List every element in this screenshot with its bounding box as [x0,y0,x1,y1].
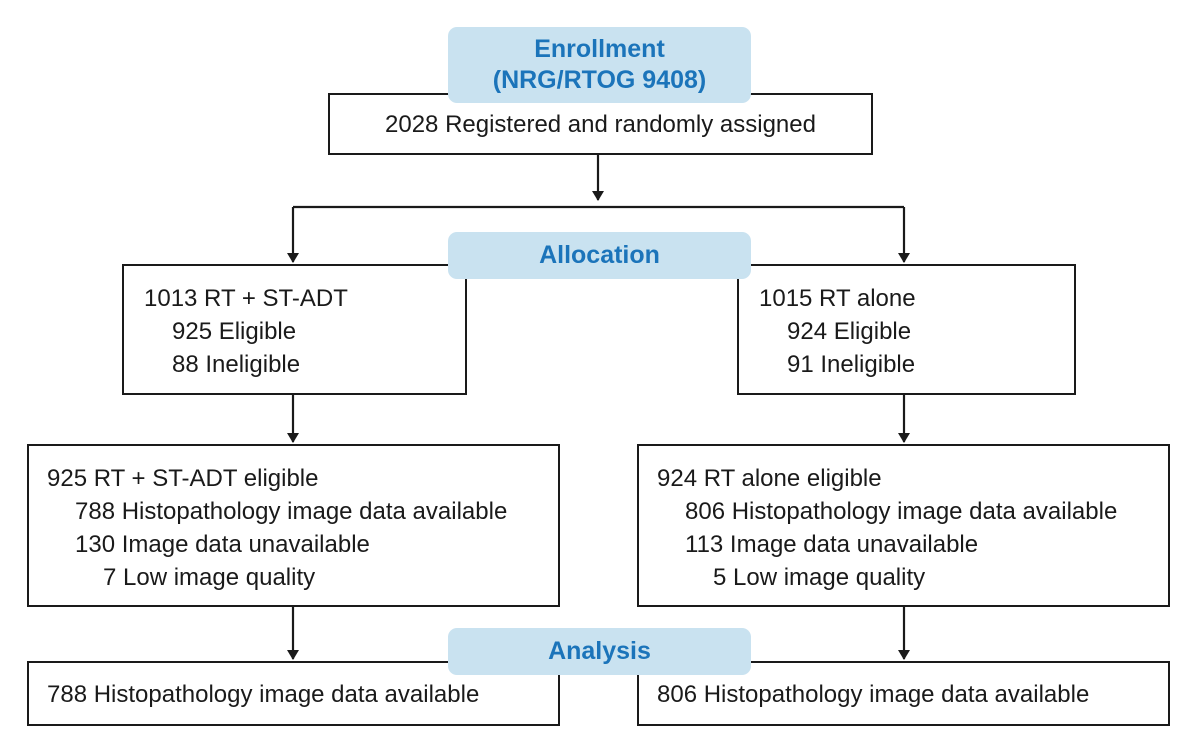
right-eligible-box: 924 RT alone eligible 806 Histopathology… [637,444,1170,607]
left-allocation-ineligible: 88 Ineligible [172,351,301,378]
enrollment-title: Enrollment [534,35,665,63]
allocation-title: Allocation [539,241,660,269]
right-eligible-image-available: 806 Histopathology image data available [685,498,1118,525]
analysis-title: Analysis [548,637,651,665]
left-eligible-box: 925 RT + ST-ADT eligible 788 Histopathol… [27,444,560,607]
left-eligible-total: 925 RT + ST-ADT eligible [47,465,319,492]
enrollment-trial-id: (NRG/RTOG 9408) [492,66,707,94]
enrollment-label: Enrollment (NRG/RTOG 9408) [448,27,751,103]
left-analysis-text: 788 Histopathology image data available [47,681,480,708]
left-eligible-image-available: 788 Histopathology image data available [75,498,508,525]
allocation-label: Allocation [448,232,751,279]
analysis-label: Analysis [448,628,751,675]
right-allocation-eligible: 924 Eligible [787,318,912,345]
left-allocation-box: 1013 RT + ST-ADT 925 Eligible 88 Ineligi… [122,264,467,395]
right-allocation-total: 1015 RT alone [759,285,916,312]
right-allocation-box: 1015 RT alone 924 Eligible 91 Ineligible [737,264,1076,395]
right-eligible-total: 924 RT alone eligible [657,465,882,492]
registered-text: 2028 Registered and randomly assigned [385,111,816,138]
right-allocation-ineligible: 91 Ineligible [787,351,916,378]
right-eligible-image-unavailable: 113 Image data unavailable [685,531,979,558]
right-eligible-low-quality: 5 Low image quality [713,564,926,591]
left-eligible-image-unavailable: 130 Image data unavailable [75,531,370,558]
left-allocation-eligible: 925 Eligible [172,318,297,345]
right-analysis-text: 806 Histopathology image data available [657,681,1090,708]
left-allocation-total: 1013 RT + ST-ADT [144,285,348,312]
left-eligible-low-quality: 7 Low image quality [103,564,316,591]
